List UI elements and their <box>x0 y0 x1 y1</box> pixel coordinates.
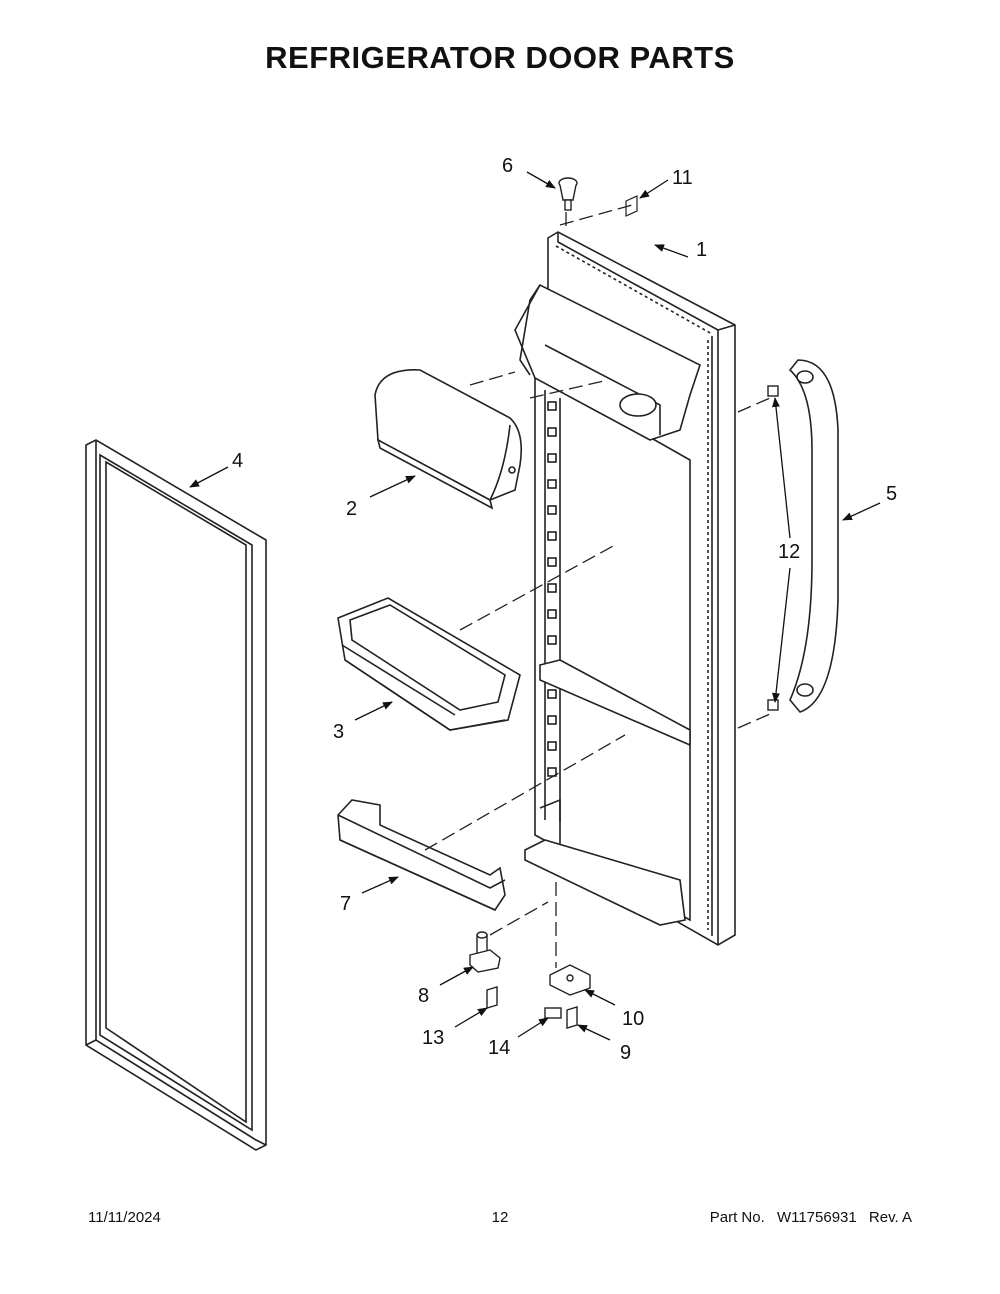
footer-revision: Rev. A <box>868 1209 912 1226</box>
callout-1: 1 <box>696 239 707 261</box>
door-bin <box>337 597 521 731</box>
handle-mounting-screws <box>767 385 779 711</box>
callout-4: 4 <box>232 450 243 472</box>
callout-14: 14 <box>488 1037 510 1059</box>
door-label-tag <box>625 195 638 217</box>
callout-5: 5 <box>886 483 897 505</box>
hinge-bracket <box>549 964 591 996</box>
callout-12: 12 <box>778 541 800 563</box>
footer-part-info: Part No. W11756931 Rev. A <box>702 1209 912 1226</box>
callout-10: 10 <box>622 1008 644 1030</box>
door-liner <box>514 231 736 946</box>
callout-3: 3 <box>333 721 344 743</box>
hinge-pin-screw <box>486 986 498 1009</box>
assembly-guide-lines <box>424 204 771 968</box>
door-gasket <box>85 439 267 1151</box>
callout-13: 13 <box>422 1027 444 1049</box>
page-title: REFRIGERATOR DOOR PARTS <box>265 40 735 75</box>
callout-7: 7 <box>340 893 351 915</box>
footer-page-number: 12 <box>491 1209 509 1226</box>
callout-9: 9 <box>620 1042 631 1064</box>
hinge-bushing <box>544 1007 562 1019</box>
callout-leaders <box>189 171 881 1041</box>
door-handle <box>788 359 839 713</box>
callout-2: 2 <box>346 498 357 520</box>
footer-part-number: W11756931 <box>776 1209 857 1226</box>
callout-6: 6 <box>502 155 513 177</box>
shelf-rail <box>337 799 506 912</box>
callout-11: 11 <box>672 167 693 189</box>
bottom-hinge-pin <box>469 931 501 973</box>
hinge-bracket-screw <box>566 1006 578 1029</box>
callout-8: 8 <box>418 985 429 1007</box>
top-hinge-pin <box>558 177 578 211</box>
footer-date: 11/11/2024 <box>88 1209 161 1226</box>
footer-part-label: Part No. <box>709 1209 765 1226</box>
dispenser-cover <box>374 369 523 510</box>
